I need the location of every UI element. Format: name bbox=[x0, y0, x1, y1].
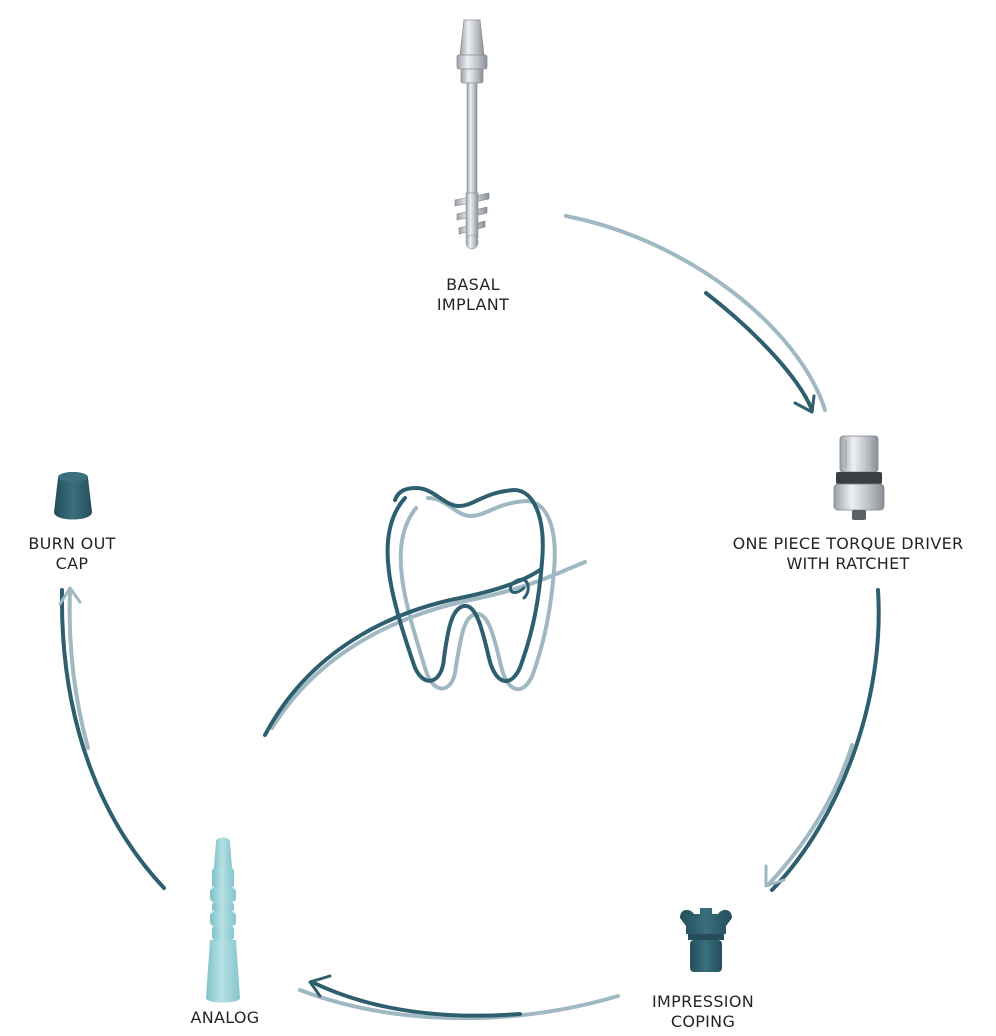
impression-coping-icon bbox=[680, 908, 732, 972]
tooth-icon bbox=[265, 488, 585, 735]
torque-driver-icon bbox=[834, 436, 884, 520]
basal-implant-icon bbox=[455, 20, 489, 249]
arrow-driver-to-coping bbox=[766, 590, 879, 890]
impression-coping-label-line2: COPING bbox=[603, 1012, 803, 1032]
burn-out-cap-icon bbox=[54, 472, 92, 520]
arrow-coping-to-analog bbox=[300, 976, 618, 1018]
analog-icon bbox=[206, 838, 240, 1003]
impression-coping-label-line1: IMPRESSION bbox=[603, 992, 803, 1012]
torque-driver-label: ONE PIECE TORQUE DRIVER WITH RATCHET bbox=[700, 534, 996, 574]
burn-out-cap-label-line2: CAP bbox=[0, 554, 144, 574]
torque-driver-label-line1: ONE PIECE TORQUE DRIVER bbox=[700, 534, 996, 554]
analog-label-line1: ANALOG bbox=[125, 1008, 325, 1028]
basal-implant-label-line2: IMPLANT bbox=[373, 295, 573, 315]
basal-implant-label: BASAL IMPLANT bbox=[373, 275, 573, 315]
basal-implant-label-line1: BASAL bbox=[373, 275, 573, 295]
torque-driver-label-line2: WITH RATCHET bbox=[700, 554, 996, 574]
arrow-analog-to-cap bbox=[60, 588, 164, 888]
burn-out-cap-label: BURN OUT CAP bbox=[0, 534, 144, 574]
analog-label: ANALOG bbox=[125, 1008, 325, 1028]
arrow-implant-to-driver bbox=[566, 216, 825, 412]
impression-coping-label: IMPRESSION COPING bbox=[603, 992, 803, 1032]
burn-out-cap-label-line1: BURN OUT bbox=[0, 534, 144, 554]
